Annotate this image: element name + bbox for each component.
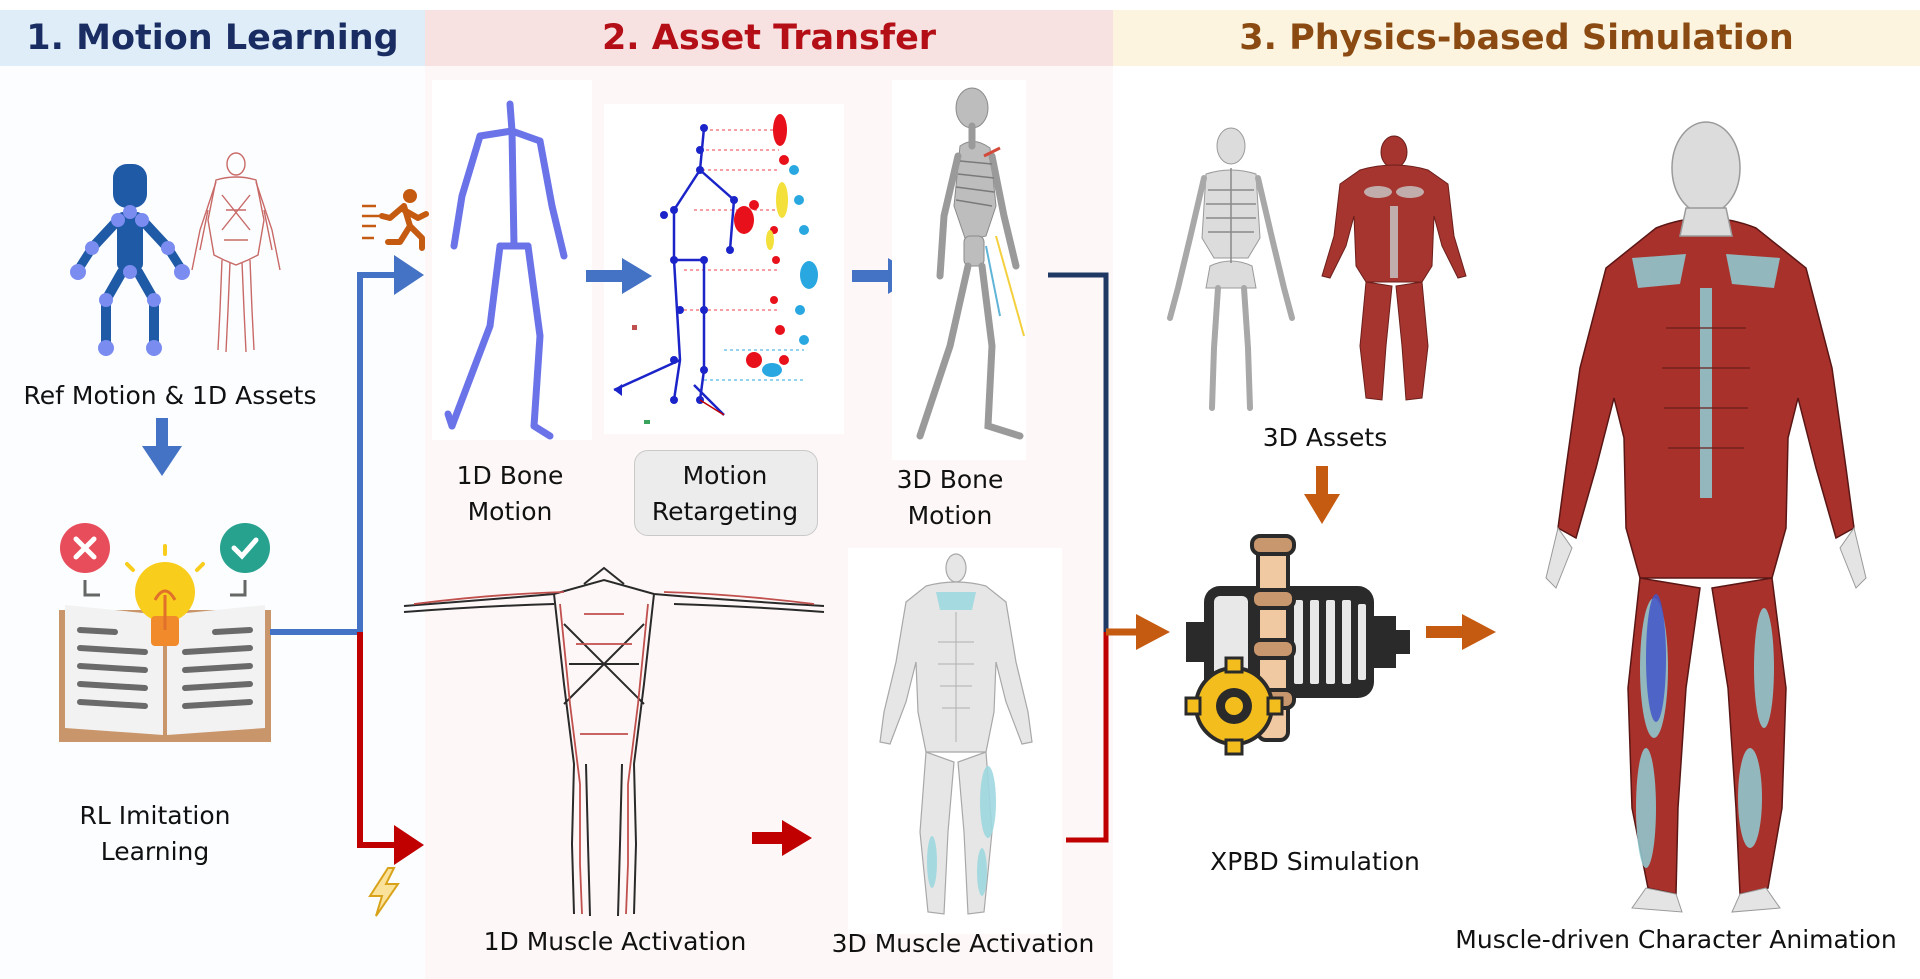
- retarget-label-line2: Retargeting: [651, 497, 799, 526]
- section-motion-learning-bg: [0, 66, 425, 979]
- motion-retargeting-visual: [613, 114, 818, 424]
- bone-3d-label-line2: Motion: [907, 501, 993, 530]
- xpbd-label: XPBD Simulation: [1210, 847, 1420, 876]
- header-motion-learning-text: 1. Motion Learning: [26, 18, 399, 58]
- running-person-icon: [362, 189, 429, 251]
- bone-1d-figure-icon: [444, 100, 568, 440]
- down-arrow-orange: [1304, 466, 1340, 524]
- skeleton-front-icon: [1167, 127, 1295, 411]
- bone-1d-label-line2: Motion: [467, 497, 553, 526]
- muscle-body-icon: [1321, 135, 1467, 401]
- muscle-1d-label: 1D Muscle Activation: [483, 927, 747, 956]
- stick-figure-icon: [70, 164, 190, 356]
- down-arrow-blue: [142, 418, 182, 476]
- muscle-wireframe-small-icon: [191, 152, 281, 353]
- muscle-1d-wireframe-icon: [403, 566, 825, 917]
- bone-1d-label-line1: 1D Bone: [456, 461, 564, 490]
- bone-3d-label-line1: 3D Bone: [896, 465, 1004, 494]
- header-asset-transfer-text: 2. Asset Transfer: [601, 18, 937, 58]
- character-label: Muscle-driven Character Animation: [1455, 925, 1897, 954]
- blue-arrow-1: [586, 258, 652, 294]
- motion-retargeting-box: [634, 450, 818, 536]
- header-asset-transfer: 2. Asset Transfer: [425, 10, 1113, 66]
- bone-3d-image-bg: [892, 80, 1026, 460]
- header-physics-sim-text: 3. Physics-based Simulation: [1239, 18, 1794, 58]
- header-physics-sim: 3. Physics-based Simulation: [1113, 10, 1920, 66]
- rl-label-line1: RL Imitation: [79, 801, 231, 830]
- right-arrow-orange: [1426, 614, 1496, 650]
- muscle-3d-body-icon: [879, 553, 1033, 915]
- character-animation-icon: [1545, 121, 1867, 913]
- assets-3d-label: 3D Assets: [1262, 423, 1388, 452]
- header-motion-learning: 1. Motion Learning: [0, 10, 425, 66]
- bone-3d-skeleton-icon: [916, 87, 1025, 440]
- muscle-3d-label: 3D Muscle Activation: [831, 929, 1095, 958]
- red-arrow: [752, 820, 812, 856]
- retarget-label-line1: Motion: [682, 461, 768, 490]
- lightning-icon: [368, 867, 400, 917]
- rl-label-line2: Learning: [100, 837, 210, 866]
- xpbd-motor-gear-icon: [1184, 534, 1410, 756]
- rl-learning-book-icon: [59, 523, 271, 742]
- ref-motion-label: Ref Motion & 1D Assets: [23, 381, 317, 410]
